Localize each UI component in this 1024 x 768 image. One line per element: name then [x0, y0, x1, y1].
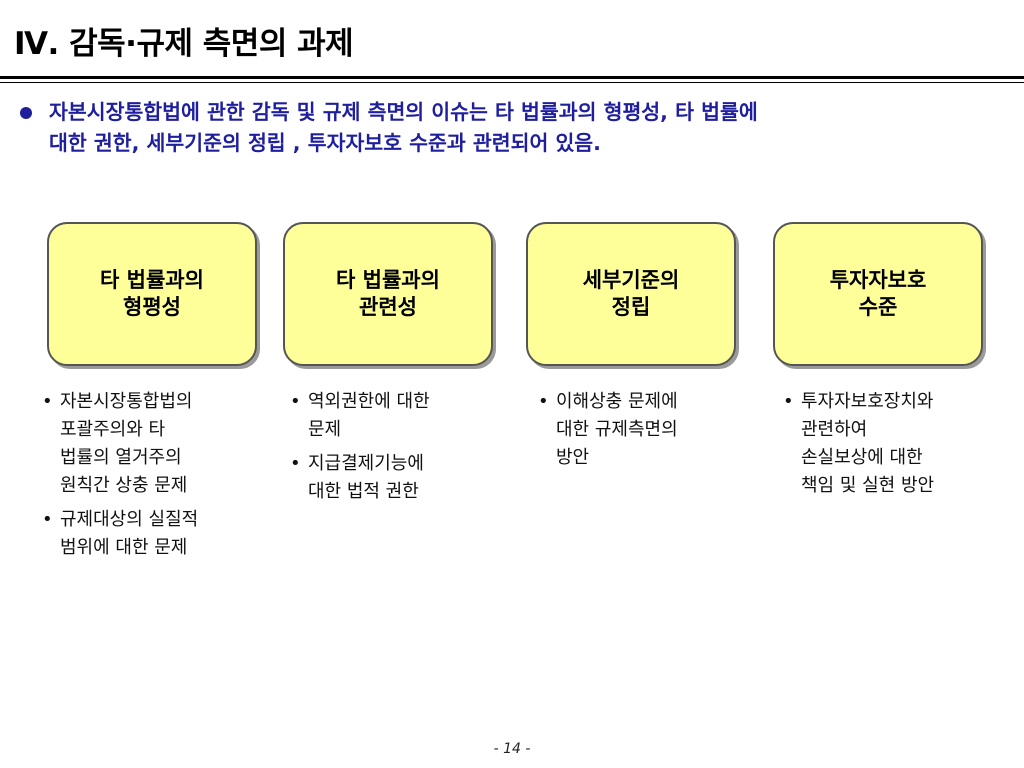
title-divider	[0, 76, 1024, 79]
intro-paragraph: 자본시장통합법에 관한 감독 및 규제 측면의 이슈는 타 법률과의 형평성, …	[20, 97, 1010, 159]
list-item: 투자자보호장치와 관련하여 손실보상에 대한 책임 및 실현 방안	[783, 388, 998, 500]
topic-box-line: 투자자보호	[829, 268, 927, 292]
list-item: 지급결제기능에 대한 법적 권한	[290, 450, 495, 506]
page-title: Ⅳ. 감독·규제 측면의 과제	[14, 26, 354, 62]
intro-line-2: 대한 권한, 세부기준의 정립 , 투자자보호 수준과 관련되어 있음.	[49, 131, 601, 155]
list-item: 이해상충 문제에 대한 규제측면의 방안	[538, 388, 743, 472]
list-item: 자본시장통합법의 포괄주의와 타 법률의 열거주의 원칙간 상충 문제	[42, 388, 247, 500]
issues-column-4: 투자자보호장치와 관련하여 손실보상에 대한 책임 및 실현 방안	[783, 388, 998, 506]
topic-box-line: 형평성	[123, 295, 181, 319]
topic-box-line: 관련성	[359, 295, 417, 319]
list-item: 역외권한에 대한 문제	[290, 388, 495, 444]
page-number: - 14 -	[493, 741, 531, 757]
topic-box-standards: 세부기준의 정립	[526, 222, 736, 366]
topic-box-line: 타 법률과의	[100, 268, 204, 292]
topic-box-line: 세부기준의	[582, 268, 680, 292]
list-item: 규제대상의 실질적 범위에 대한 문제	[42, 506, 247, 562]
topic-box-line: 수준	[858, 295, 898, 319]
intro-text: 자본시장통합법에 관한 감독 및 규제 측면의 이슈는 타 법률과의 형평성, …	[49, 97, 979, 159]
topic-box-line: 정립	[611, 295, 651, 319]
title-divider-thin	[0, 82, 1024, 83]
issues-column-3: 이해상충 문제에 대한 규제측면의 방안	[538, 388, 743, 478]
topic-box-relation: 타 법률과의 관련성	[283, 222, 493, 366]
issues-column-2: 역외권한에 대한 문제 지급결제기능에 대한 법적 권한	[290, 388, 495, 512]
intro-line-1: 자본시장통합법에 관한 감독 및 규제 측면의 이슈는 타 법률과의 형평성, …	[49, 100, 758, 124]
bullet-dot-icon	[20, 107, 32, 119]
topic-box-investor-protection: 투자자보호 수준	[773, 222, 983, 366]
issues-column-1: 자본시장통합법의 포괄주의와 타 법률의 열거주의 원칙간 상충 문제 규제대상…	[42, 388, 247, 568]
topic-box-equity: 타 법률과의 형평성	[47, 222, 257, 366]
topic-box-line: 타 법률과의	[336, 268, 440, 292]
